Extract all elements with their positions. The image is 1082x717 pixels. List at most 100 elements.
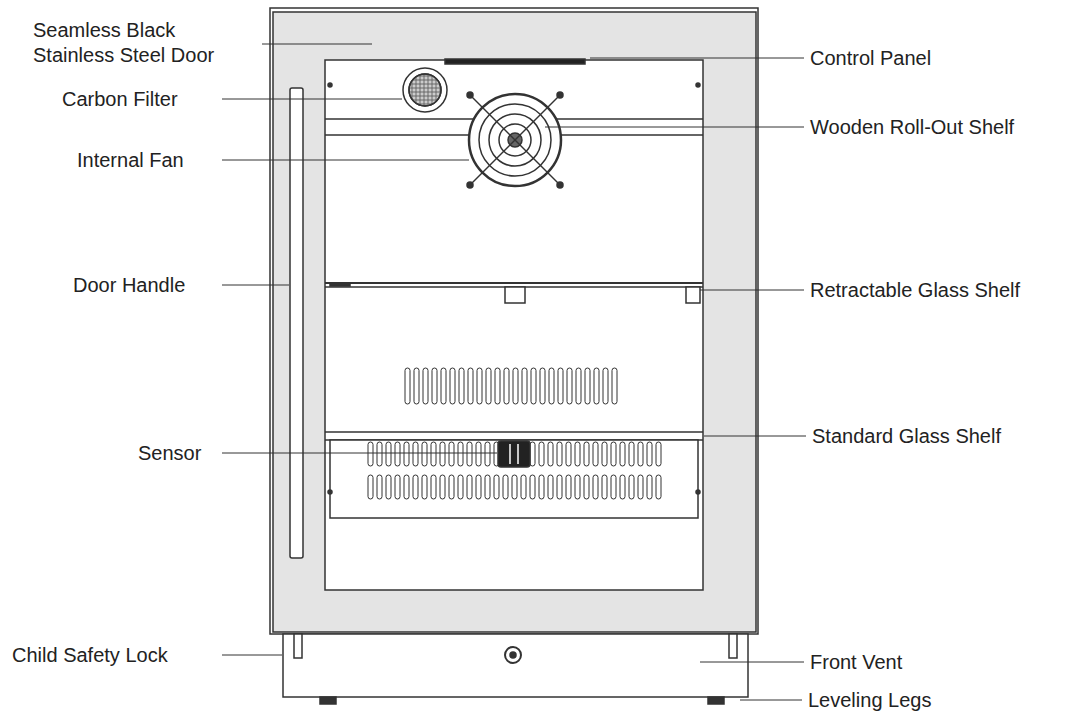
- vent-slot: [549, 368, 554, 404]
- vent-slot: [377, 442, 382, 466]
- vent-slot: [449, 442, 454, 466]
- vent-slot: [450, 368, 455, 404]
- vent-slot: [422, 442, 427, 466]
- rear-vent-panel: [330, 440, 698, 518]
- vent-slot: [503, 475, 508, 499]
- vent-slot: [566, 442, 571, 466]
- vent-slot: [521, 475, 526, 499]
- vent-slot: [449, 475, 454, 499]
- part-label: Wooden Roll-Out Shelf: [810, 115, 1014, 140]
- vent-slot: [593, 442, 598, 466]
- vent-slot: [476, 475, 481, 499]
- vent-slot: [647, 442, 652, 466]
- vent-slot: [395, 442, 400, 466]
- vent-slot: [468, 368, 473, 404]
- vent-slot: [584, 475, 589, 499]
- vent-slot: [413, 475, 418, 499]
- vent-slot: [611, 442, 616, 466]
- vent-slot: [476, 442, 481, 466]
- vent-slot: [638, 475, 643, 499]
- vent-slot: [504, 368, 509, 404]
- leveling-leg: [708, 697, 724, 704]
- vent-slot: [584, 442, 589, 466]
- vent-slot: [629, 475, 634, 499]
- standard-glass-shelf: [325, 432, 703, 440]
- vent-slot: [603, 368, 608, 404]
- leader-lines: [222, 44, 806, 700]
- vent-slot: [566, 475, 571, 499]
- vent-slot: [593, 475, 598, 499]
- vent-slot: [620, 475, 625, 499]
- leveling-leg: [320, 697, 336, 704]
- vent-slot: [539, 442, 544, 466]
- vent-slot: [567, 368, 572, 404]
- vent-slot: [467, 442, 472, 466]
- vent-slot: [548, 442, 553, 466]
- sensor: [498, 441, 530, 467]
- vent-slot: [422, 475, 427, 499]
- part-label: Carbon Filter: [62, 87, 178, 112]
- vent-slot: [575, 442, 580, 466]
- vent-slot: [441, 368, 446, 404]
- cabinet: [270, 8, 758, 634]
- vent-slot: [620, 442, 625, 466]
- retractable-glass-shelf: [325, 283, 703, 303]
- vent-slot: [413, 442, 418, 466]
- vent-slot: [386, 475, 391, 499]
- part-label: Sensor: [138, 441, 201, 466]
- vent-slot: [557, 475, 562, 499]
- vent-slot: [395, 475, 400, 499]
- part-label: Retractable Glass Shelf: [810, 278, 1020, 303]
- vent-slot: [459, 368, 464, 404]
- vent-slot: [423, 368, 428, 404]
- vent-slot: [576, 368, 581, 404]
- vent-slot: [647, 475, 652, 499]
- vent-slot: [540, 368, 545, 404]
- vent-slot: [548, 475, 553, 499]
- door-handle: [290, 88, 303, 558]
- part-label: Child Safety Lock: [12, 643, 168, 668]
- part-label: Standard Glass Shelf: [812, 424, 1001, 449]
- vent-slot: [558, 368, 563, 404]
- vent-slot: [602, 442, 607, 466]
- part-label: Door Handle: [73, 273, 185, 298]
- vent-slot: [612, 368, 617, 404]
- vent-slot: [440, 475, 445, 499]
- vent-slot: [638, 442, 643, 466]
- vent-slot: [594, 368, 599, 404]
- part-label: Seamless Black Stainless Steel Door: [33, 18, 238, 68]
- vent-slot: [414, 368, 419, 404]
- vent-slot: [432, 368, 437, 404]
- vent-slot: [656, 442, 661, 466]
- vent-slot: [513, 368, 518, 404]
- vent-slot: [531, 368, 536, 404]
- vent-slot: [629, 442, 634, 466]
- vent-slot: [386, 442, 391, 466]
- vent-slot: [611, 475, 616, 499]
- part-label: Front Vent: [810, 650, 902, 675]
- part-label: Leveling Legs: [808, 688, 931, 713]
- vent-slot: [485, 442, 490, 466]
- internal-fan: [467, 92, 563, 188]
- base: [283, 634, 748, 697]
- vent-slot: [404, 442, 409, 466]
- vent-slot: [575, 475, 580, 499]
- child-safety-lock: [505, 647, 521, 663]
- vent-slot: [486, 368, 491, 404]
- vent-slot: [530, 475, 535, 499]
- part-label: Internal Fan: [77, 148, 184, 173]
- vent-slot: [368, 475, 373, 499]
- vent-slot: [440, 442, 445, 466]
- vent-slot: [522, 368, 527, 404]
- vent-slot: [431, 475, 436, 499]
- vent-slot: [368, 442, 373, 466]
- vent-slot: [539, 475, 544, 499]
- vent-slot: [602, 475, 607, 499]
- vent-slot: [512, 475, 517, 499]
- part-label: Control Panel: [810, 46, 931, 71]
- vent-slot: [477, 368, 482, 404]
- vent-slot: [377, 475, 382, 499]
- vent-slot: [431, 442, 436, 466]
- vent-slot: [404, 475, 409, 499]
- vent-slot: [485, 475, 490, 499]
